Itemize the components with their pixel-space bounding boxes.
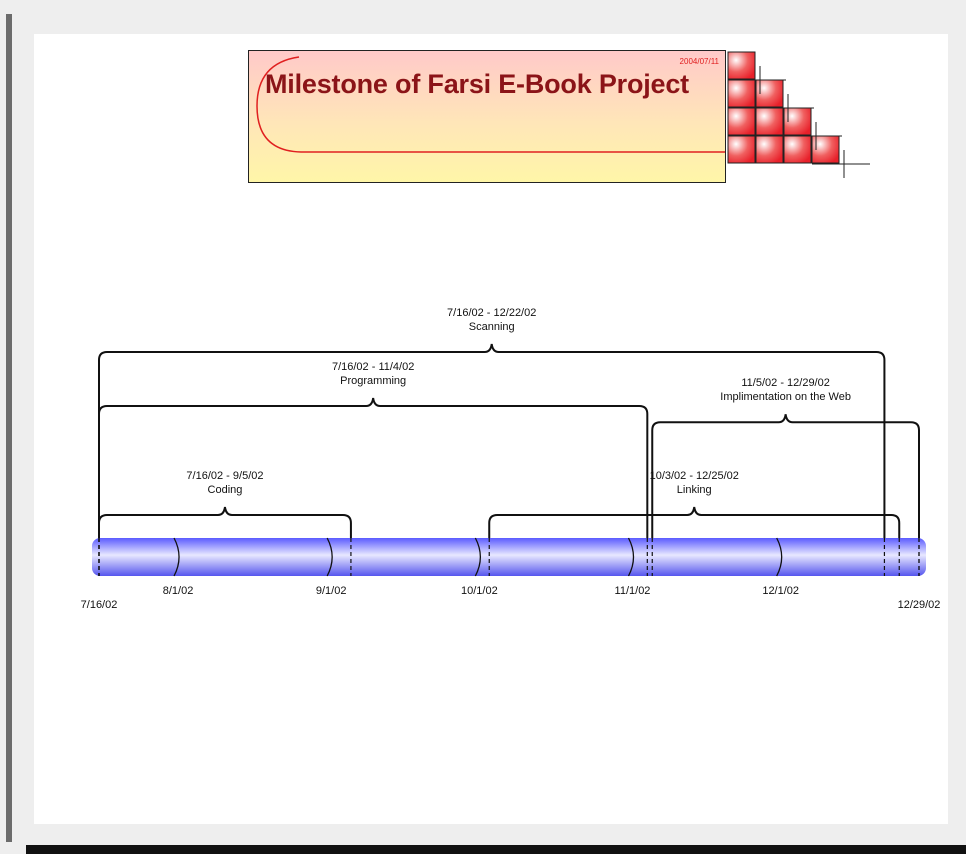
viewer-frame-left: [6, 14, 12, 842]
task-bracket: [488, 506, 901, 538]
task-bracket: [651, 414, 920, 538]
timeline-bar: [92, 538, 926, 576]
task-name: Linking: [676, 484, 712, 496]
decor-tile: [727, 107, 756, 136]
task-bracket: [98, 397, 649, 538]
banner-swoosh: [256, 56, 725, 153]
task-bracket: [98, 506, 352, 538]
decor-tile: [727, 51, 756, 80]
banner-arc: [256, 56, 725, 153]
decor-tile: [727, 135, 756, 164]
timeline-tick-mark: [173, 537, 180, 577]
task-name: Scanning: [468, 321, 515, 333]
timeline-tick-mark: [776, 537, 783, 577]
task-date-range: 7/16/02 - 11/4/02: [331, 361, 415, 373]
task-date-range: 11/5/02 - 12/29/02: [741, 377, 830, 390]
timeline-tick-mark: [474, 537, 482, 577]
task-name: Programming: [340, 375, 407, 387]
tile-staircase-decoration: [727, 51, 870, 178]
viewer-frame-bottom: [26, 845, 966, 854]
timeline-tick-label: 7/16/02: [80, 599, 118, 611]
decor-tile: [783, 135, 812, 164]
task-name: Implimentation on the Web: [720, 391, 851, 404]
task-date-range: 7/16/02 - 12/22/02: [447, 307, 537, 319]
timeline-tick-label: 12/29/02: [897, 599, 941, 611]
title-banner: Milestone of Farsi E-Book Project 2004/0…: [248, 50, 726, 183]
task-date-range: 10/3/02 - 12/25/02: [649, 470, 739, 482]
timeline-tick-label: 10/1/02: [461, 585, 498, 597]
decor-tile: [727, 79, 756, 108]
task-name: Coding: [207, 484, 243, 496]
banner-date: 2004/07/11: [679, 57, 719, 66]
decor-tile: [755, 135, 784, 164]
timeline-tick-label: 11/1/02: [614, 585, 651, 597]
banner-title: Milestone of Farsi E-Book Project: [265, 69, 689, 99]
task-bracket: [98, 343, 886, 538]
timeline-tick-mark: [326, 537, 333, 577]
timeline-tick-mark: [627, 537, 635, 577]
timeline-tick-label: 12/1/02: [762, 585, 800, 597]
timeline-tick-label: 9/1/02: [315, 585, 347, 597]
task-date-range: 7/16/02 - 9/5/02: [186, 470, 264, 482]
timeline-tick-label: 8/1/02: [162, 585, 194, 597]
